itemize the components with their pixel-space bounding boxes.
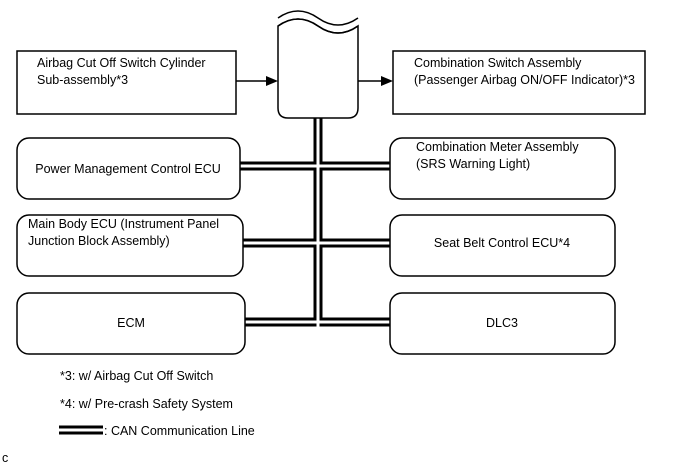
combo-meter-label-1: Combination Meter Assembly: [416, 140, 579, 154]
airbag-cutoff-label-1: Airbag Cut Off Switch Cylinder: [37, 56, 206, 70]
main-body-label-2: Junction Block Assembly): [28, 234, 170, 248]
legend-can-line: : CAN Communication Line: [59, 424, 255, 438]
box-main-body-ecu: Main Body ECU (Instrument Panel Junction…: [16, 214, 244, 277]
box-seat-belt-control-ecu: Seat Belt Control ECU*4: [389, 214, 616, 277]
combo-switch-label-1: Combination Switch Assembly: [414, 56, 582, 70]
corner-code: c: [2, 451, 8, 465]
ecm-label: ECM: [117, 316, 145, 330]
power-mgmt-label: Power Management Control ECU: [35, 162, 221, 176]
footnote-4: *4: w/ Pre-crash Safety System: [60, 397, 233, 411]
break-line-top: [277, 10, 359, 26]
footnote-3: *3: w/ Airbag Cut Off Switch: [60, 369, 213, 383]
airbag-ecu-cutaway: [277, 10, 359, 119]
seat-belt-label: Seat Belt Control ECU*4: [434, 236, 570, 250]
arrow-cutoff-to-ecu: [236, 76, 278, 86]
box-combination-meter: Combination Meter Assembly (SRS Warning …: [389, 137, 616, 200]
combo-meter-label-2: (SRS Warning Light): [416, 157, 530, 171]
airbag-cutoff-label-2: Sub-assembly*3: [37, 73, 128, 87]
box-dlc3: DLC3: [389, 292, 616, 355]
can-bus-lines: [240, 118, 390, 330]
break-line-bottom: [277, 18, 359, 34]
legend-can-label: : CAN Communication Line: [104, 424, 255, 438]
box-combination-switch: Combination Switch Assembly (Passenger A…: [392, 50, 646, 115]
box-airbag-cutoff-switch: Airbag Cut Off Switch Cylinder Sub-assem…: [16, 50, 237, 115]
main-body-label-1: Main Body ECU (Instrument Panel: [28, 217, 219, 231]
combo-switch-label-2: (Passenger Airbag ON/OFF Indicator)*3: [414, 73, 635, 87]
box-ecm: ECM: [16, 292, 246, 355]
arrow-ecu-to-combo-switch: [358, 76, 393, 86]
dlc3-label: DLC3: [486, 316, 518, 330]
box-power-management-ecu: Power Management Control ECU: [16, 137, 241, 200]
